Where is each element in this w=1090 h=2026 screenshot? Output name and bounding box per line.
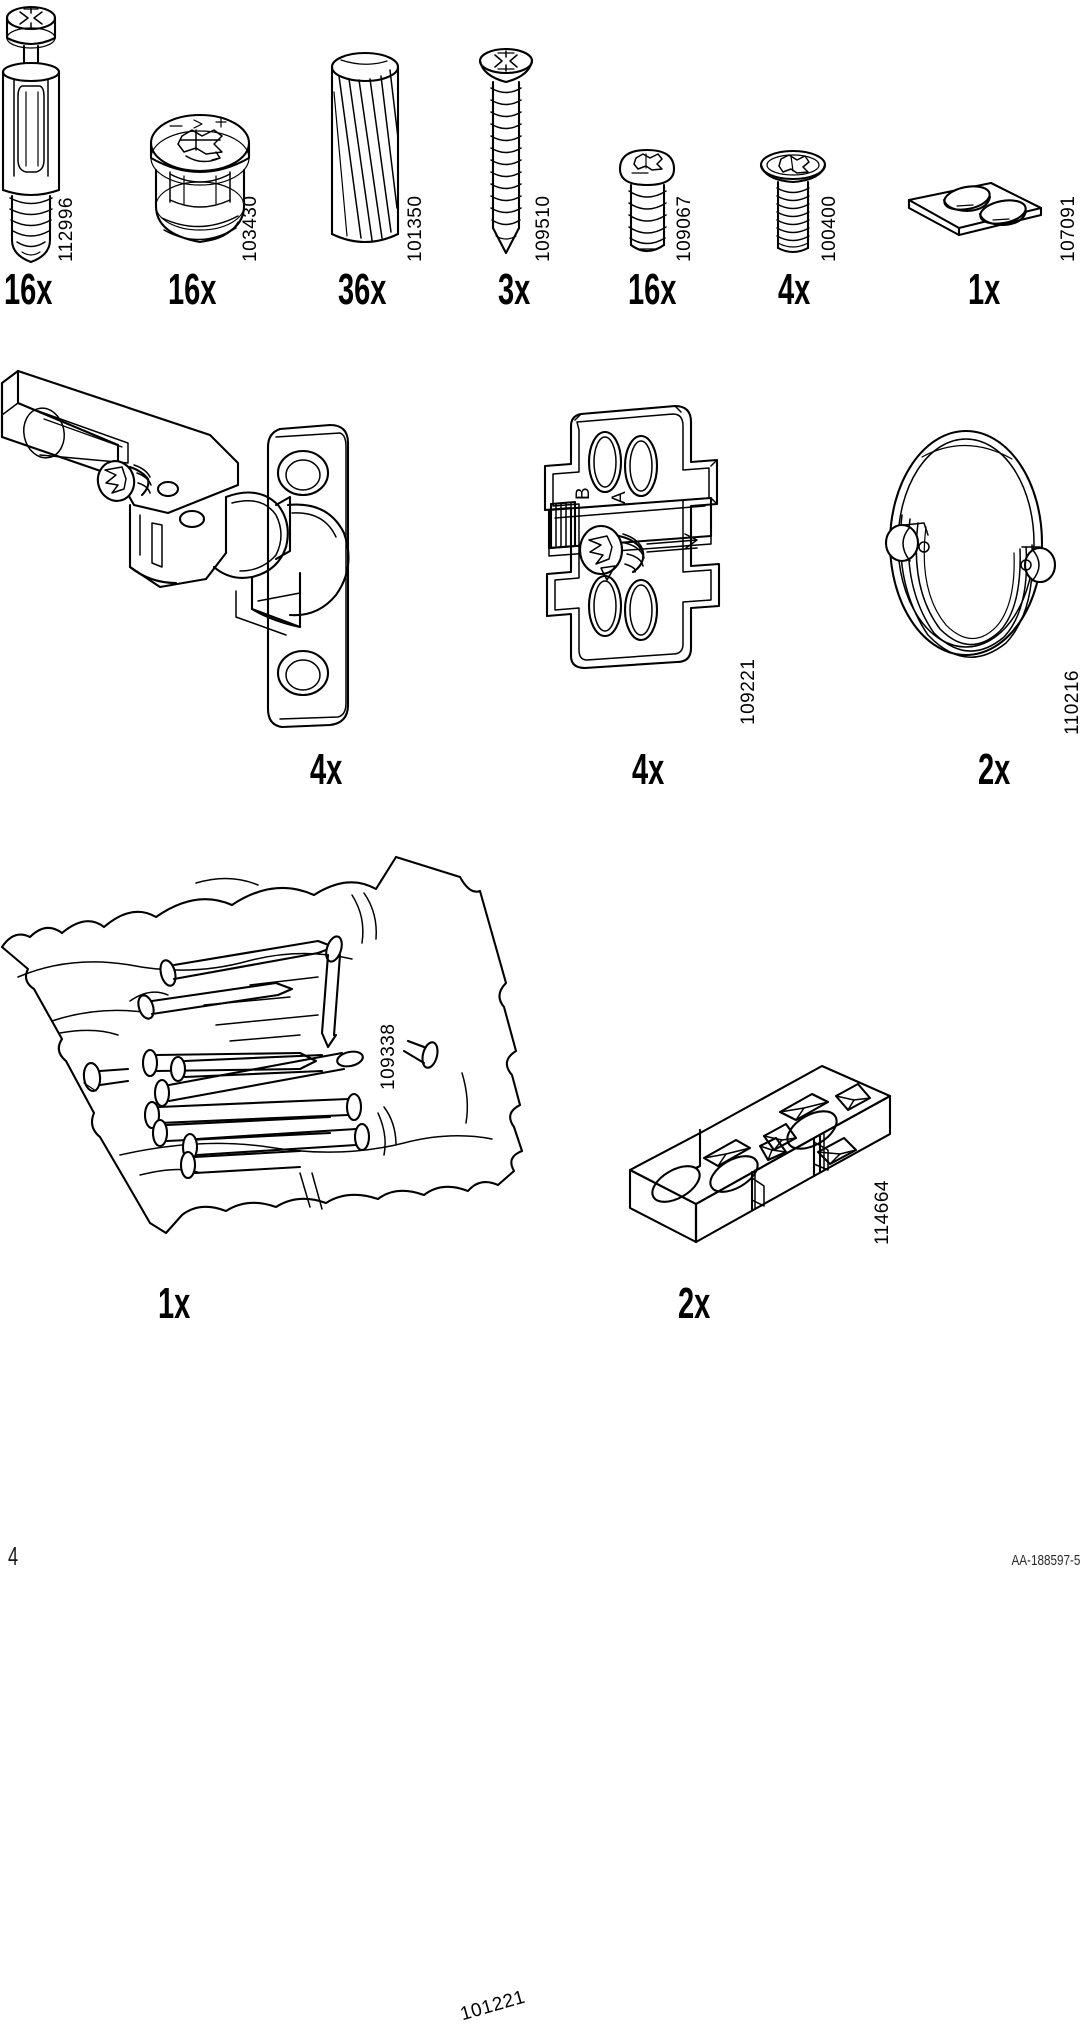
bag-of-nails-icon <box>0 855 540 1275</box>
part-101350: 101350 <box>325 0 435 330</box>
part-quantity-109067: 16x <box>628 265 677 314</box>
part-109338: 109338 <box>0 355 400 1090</box>
plate-marking-b: B <box>573 487 594 500</box>
part-number-label: 114664 <box>872 1180 893 1245</box>
part-103430: 103430 <box>140 0 300 330</box>
part-quantity-110216: 2x <box>978 745 1011 794</box>
hinge-mounting-plate-icon: B A <box>505 400 765 670</box>
part-109510: 109510 <box>475 0 565 330</box>
dowel-screw-icon <box>0 0 150 265</box>
part-101221: 101221 <box>0 855 540 2025</box>
part-number-label: 100400 <box>819 195 840 262</box>
part-109221: B A 109221 <box>505 400 765 800</box>
cabinet-hinge-icon <box>0 355 400 755</box>
part-quantity-109510: 3x <box>498 265 531 314</box>
cam-lock-icon <box>140 110 300 265</box>
part-number-label: 109067 <box>674 195 695 262</box>
part-quantity-112996: 16x <box>4 265 53 314</box>
countersunk-screw-icon <box>475 46 565 261</box>
part-107091: 107091 <box>895 0 1079 330</box>
part-109067: 109067 <box>610 0 710 330</box>
part-quantity-109221: 4x <box>632 745 665 794</box>
machine-screw-icon <box>755 148 855 263</box>
part-quantity-100400: 4x <box>778 265 811 314</box>
part-number-label: 110216 <box>1062 670 1083 735</box>
adhesive-pads-icon <box>895 178 1075 258</box>
part-quantity-109338: 4x <box>310 745 343 794</box>
part-number-label: 101350 <box>405 195 426 262</box>
wire-ring-hanger-icon <box>880 415 1090 715</box>
part-110216: 110216 <box>880 415 1090 805</box>
part-quantity-107091: 1x <box>968 265 1001 314</box>
document-code: AA-188597-5 <box>1011 1552 1080 1569</box>
part-114664: 114664 <box>600 1060 920 1290</box>
part-100400: 100400 <box>755 0 855 330</box>
part-number-label: 112996 <box>56 197 77 262</box>
pan-head-screw-icon <box>610 145 710 265</box>
part-number-label: 109221 <box>738 658 759 725</box>
part-quantity-103430: 16x <box>168 265 217 314</box>
wooden-dowel-icon <box>325 48 435 263</box>
part-number-label: 109510 <box>533 195 554 262</box>
part-quantity-101350: 36x <box>338 265 387 314</box>
plastic-spacer-block-icon <box>600 1060 920 1280</box>
part-112996: 112996 <box>0 0 150 330</box>
part-quantity-101221: 1x <box>158 1279 191 1328</box>
part-number-label: 101221 <box>458 1986 528 2026</box>
part-number-label: 103430 <box>240 195 261 262</box>
part-number-label: 107091 <box>1058 195 1079 262</box>
plate-marking-a: A <box>609 491 630 504</box>
part-quantity-114664: 2x <box>678 1279 711 1328</box>
page-number: 4 <box>8 1541 19 1571</box>
